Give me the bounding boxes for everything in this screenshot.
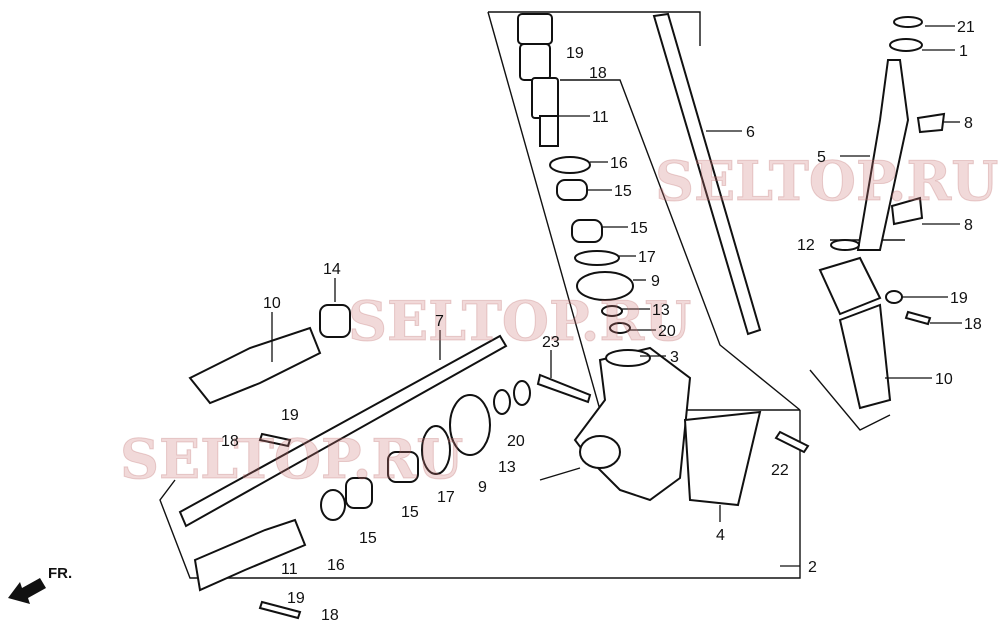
gear-stack	[549, 156, 634, 334]
callout: 4	[716, 527, 725, 544]
callout: 6	[746, 124, 755, 141]
callout: 7	[435, 313, 444, 330]
callout: 10	[263, 295, 281, 312]
callout: 8	[964, 115, 973, 132]
callout: 11	[592, 109, 609, 126]
callout: 13	[498, 459, 516, 476]
universal-joint-upper	[517, 13, 559, 147]
callout: 18	[321, 607, 339, 624]
callout: 18	[589, 65, 607, 82]
callout: 23	[542, 334, 560, 351]
watermark: SELTOP.RU	[655, 149, 998, 213]
leader-lines	[271, 25, 962, 567]
callout: 20	[658, 323, 676, 340]
callout: 14	[323, 261, 341, 278]
callout: 19	[950, 290, 968, 307]
callout: 18	[221, 433, 239, 450]
watermark: SELTOP.RU	[348, 289, 691, 353]
callout: 9	[651, 273, 660, 290]
callout: 20	[507, 433, 525, 450]
shaft-5	[830, 16, 946, 251]
callout: 16	[327, 557, 345, 574]
callout: 22	[771, 462, 789, 479]
callout: 15	[614, 183, 632, 200]
callout: 19	[287, 590, 305, 607]
front-direction-marker: FR.	[8, 565, 72, 604]
callout: 2	[808, 559, 817, 576]
callout: 19	[281, 407, 299, 424]
callout: 21	[957, 19, 975, 36]
callout: 18	[964, 316, 982, 333]
callout: 12	[797, 237, 815, 254]
callout: 17	[437, 489, 455, 506]
callout: 8	[964, 217, 973, 234]
callout: 3	[670, 349, 679, 366]
callout: 9	[478, 479, 487, 496]
callout: 15	[359, 530, 377, 547]
callout: 13	[652, 302, 670, 319]
callout-labels: 21 1 19 18 11 6 8 5 16 15 8 15 12 17 14 …	[221, 19, 982, 624]
callout: 11	[281, 561, 298, 578]
callout: 5	[817, 149, 826, 166]
watermark: SELTOP.RU	[120, 427, 463, 491]
callout: 1	[959, 43, 968, 60]
callout: 19	[566, 45, 584, 62]
gearbox-housing	[536, 346, 762, 507]
callout: 10	[935, 371, 953, 388]
watermarks: SELTOP.RU SELTOP.RU SELTOP.RU	[120, 149, 999, 492]
universal-joint-right	[818, 256, 932, 410]
lower-shaft-7	[178, 304, 810, 620]
callout: 15	[401, 504, 419, 521]
shaft-6	[652, 12, 762, 336]
callout: 16	[610, 155, 628, 172]
callout: 15	[630, 220, 648, 237]
direction-label: FR.	[48, 565, 72, 582]
arrow-icon	[8, 578, 46, 604]
callout: 17	[638, 249, 656, 266]
